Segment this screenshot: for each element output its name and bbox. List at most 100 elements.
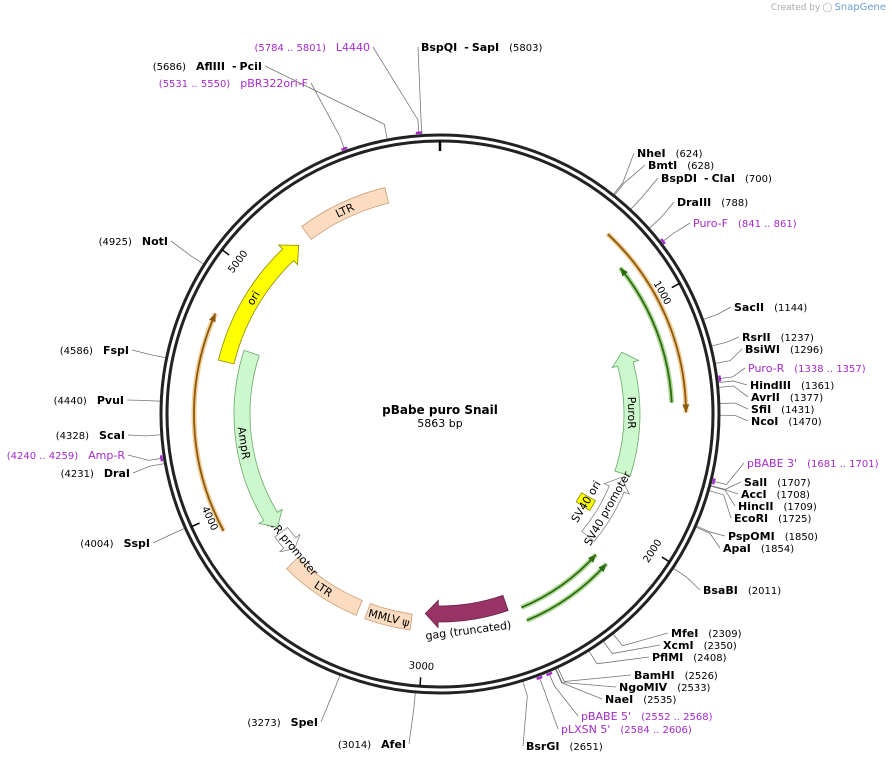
label-position: (1237) bbox=[781, 333, 814, 344]
primer-label[interactable]: (4240 .. 4259)Amp-R bbox=[7, 449, 126, 462]
label-name: XcmI bbox=[663, 639, 694, 652]
site-label[interactable]: (3014)AfeI bbox=[338, 738, 406, 751]
site-label[interactable]: (4586)FspI bbox=[60, 344, 129, 357]
site-label[interactable]: MfeI(2309) bbox=[671, 627, 742, 640]
feature-ltr[interactable] bbox=[301, 187, 390, 240]
site-label[interactable]: AvrII(1377) bbox=[751, 391, 823, 404]
feature-sv40-promoter[interactable] bbox=[581, 476, 631, 542]
feature-ltr[interactable] bbox=[286, 556, 363, 616]
site-label[interactable]: HindIII(1361) bbox=[750, 379, 834, 392]
site-label[interactable]: (4440)PvuI bbox=[54, 394, 124, 407]
site-label[interactable]: NcoI(1470) bbox=[751, 415, 822, 428]
label-position: (5803) bbox=[509, 43, 542, 54]
primer-label[interactable]: (5784 .. 5801)L4440 bbox=[254, 41, 370, 54]
site-label[interactable]: NgoMIV(2533) bbox=[619, 681, 711, 694]
label-name: L4440 bbox=[336, 41, 370, 54]
site-leader bbox=[557, 667, 632, 683]
site-label[interactable]: SfiI(1431) bbox=[751, 403, 815, 416]
primer-label[interactable]: pLXSN 5'(2584 .. 2606) bbox=[561, 723, 692, 736]
primer-leader bbox=[719, 367, 746, 379]
feature-ori[interactable] bbox=[217, 244, 300, 365]
feature-sv40-ori[interactable] bbox=[575, 492, 597, 511]
feature-ampr-promoter[interactable] bbox=[274, 526, 301, 553]
site-leader bbox=[555, 668, 617, 688]
site-label[interactable]: (4925)NotI bbox=[99, 235, 168, 248]
site-label[interactable]: EcoRI(1725) bbox=[734, 512, 812, 525]
site-label[interactable]: (3273)SpeI bbox=[247, 716, 318, 729]
site-label[interactable]: SalI(1707) bbox=[744, 476, 811, 489]
site-leader bbox=[408, 692, 416, 745]
label-name: NcoI bbox=[751, 415, 778, 428]
site-label[interactable]: RsrII (1237) bbox=[742, 331, 814, 344]
primer-mark bbox=[718, 375, 722, 382]
plasmid-name: pBabe puro Snail bbox=[382, 403, 498, 417]
site-leader bbox=[417, 46, 423, 135]
primer-mark bbox=[711, 478, 716, 485]
orf-arc bbox=[526, 563, 608, 622]
site-leader bbox=[719, 414, 749, 422]
site-label[interactable]: BmtI(628) bbox=[648, 159, 714, 172]
site-label[interactable]: (4231) DraI bbox=[61, 467, 130, 480]
label-name: MfeI bbox=[671, 627, 698, 640]
site-leader bbox=[555, 668, 603, 700]
site-label[interactable]: (4328)ScaI bbox=[56, 429, 125, 442]
label-name: NgoMIV bbox=[619, 681, 668, 694]
label-position: (4440) bbox=[54, 396, 87, 407]
orf-arrowhead bbox=[598, 563, 607, 573]
label-name: RsrII bbox=[742, 331, 771, 344]
site-label[interactable]: BsaBI(2011) bbox=[703, 584, 781, 597]
site-leader bbox=[152, 528, 185, 544]
site-label[interactable]: PspOMI(1850) bbox=[728, 530, 818, 543]
label-position: (2552 .. 2568) bbox=[641, 712, 713, 723]
label-position: (4231) bbox=[61, 469, 94, 480]
primer-label[interactable]: Puro-F(841 .. 861) bbox=[693, 217, 797, 230]
site-label[interactable]: BspDI-ClaI(700) bbox=[661, 172, 772, 185]
site-label[interactable]: HincII(1709) bbox=[738, 500, 817, 513]
site-label[interactable]: NaeI (2535) bbox=[605, 693, 677, 706]
site-label[interactable]: NheI(624) bbox=[637, 147, 703, 160]
primer-mark bbox=[536, 675, 543, 681]
site-label[interactable]: BspQI-SapI(5803) bbox=[421, 41, 542, 54]
label-name: SfiI bbox=[751, 403, 771, 416]
orf-arrowhead bbox=[682, 404, 690, 413]
site-leader bbox=[588, 650, 650, 665]
site-label[interactable]: BamHI(2526) bbox=[634, 669, 718, 682]
site-label[interactable]: (5686)AflIII-PciI bbox=[153, 60, 262, 73]
primer-label[interactable]: pBABE 5'(2552 .. 2568) bbox=[581, 710, 713, 723]
orf-arc bbox=[521, 553, 597, 609]
primer-label[interactable]: pBABE 3'(1681 .. 1701) bbox=[747, 457, 879, 470]
site-leader bbox=[614, 164, 646, 196]
label-position: (4586) bbox=[60, 346, 93, 357]
snapgene-logo-icon: ◯ bbox=[822, 2, 833, 13]
site-leader bbox=[603, 641, 661, 654]
label-name: BsaBI bbox=[703, 584, 738, 597]
site-label[interactable]: XcmI(2350) bbox=[663, 639, 737, 652]
label-position: (1707) bbox=[777, 478, 810, 489]
scale-tick bbox=[191, 522, 200, 528]
site-label[interactable]: BsrGI(2651) bbox=[526, 740, 603, 753]
primer-label[interactable]: Puro-R(1338 .. 1357) bbox=[748, 362, 866, 375]
site-leader bbox=[170, 240, 204, 265]
feature-gag-truncated-[interactable] bbox=[424, 594, 509, 629]
label-name: NaeI bbox=[605, 693, 633, 706]
site-label[interactable]: SacII(1144) bbox=[734, 301, 807, 314]
site-label[interactable]: DraIII(788) bbox=[677, 196, 748, 209]
label-name: DraI bbox=[104, 467, 130, 480]
site-label[interactable]: ApaI(1854) bbox=[723, 542, 794, 555]
label-position: (2535) bbox=[643, 695, 676, 706]
feature-ampr[interactable] bbox=[233, 349, 283, 528]
site-label[interactable]: PflMI(2408) bbox=[652, 651, 727, 664]
label-name: AvrII bbox=[751, 391, 780, 404]
site-label[interactable]: BsiWI(1296) bbox=[745, 343, 823, 356]
site-label[interactable]: AccI(1708) bbox=[741, 488, 810, 501]
feature-mmlv-[interactable] bbox=[364, 603, 413, 631]
orf-arc bbox=[619, 267, 673, 403]
label-name: PspOMI bbox=[728, 530, 775, 543]
site-label[interactable]: (4004)SspI bbox=[80, 537, 150, 550]
feature-puror[interactable] bbox=[611, 351, 641, 477]
label-position: (3014) bbox=[338, 740, 371, 751]
label-name: BspQI bbox=[421, 41, 457, 54]
primer-label[interactable]: (5531 .. 5550)pBR322ori-F bbox=[159, 77, 308, 90]
label-position: (1709) bbox=[784, 502, 817, 513]
